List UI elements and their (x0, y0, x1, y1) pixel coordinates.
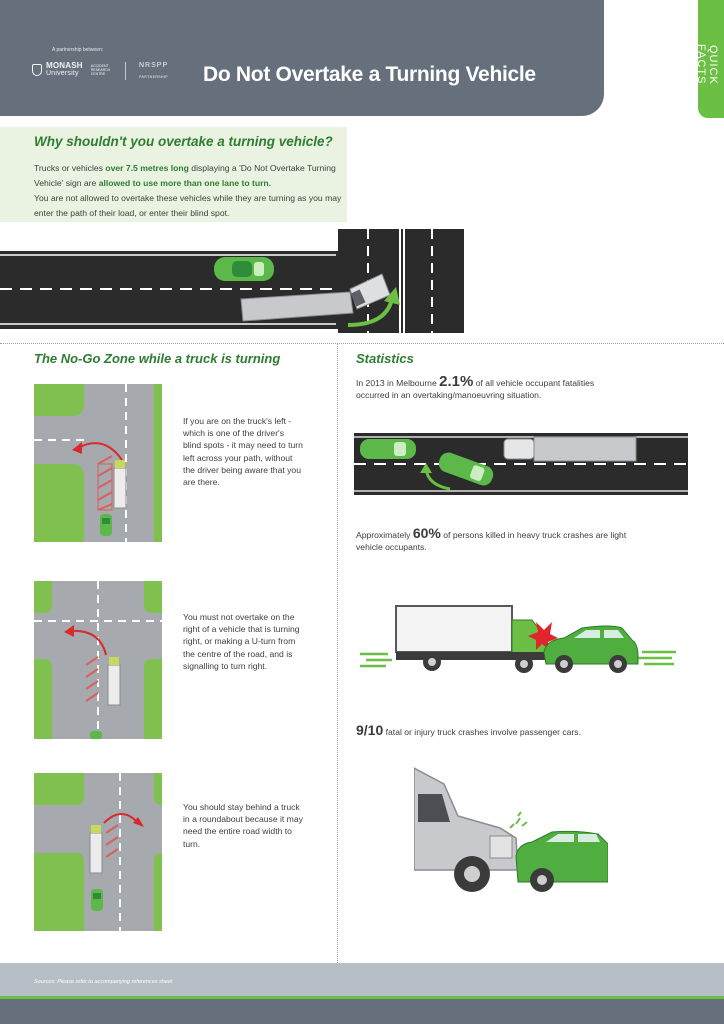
turn-arrow-icon (69, 629, 107, 656)
overtaking-illustration (354, 433, 688, 495)
stats-heading: Statistics (356, 351, 414, 366)
truck-car-collision-illustration (414, 767, 608, 892)
footer-green-stripe (0, 996, 724, 999)
why-heading: Why shouldn't you overtake a turning veh… (34, 134, 333, 149)
logo-divider (125, 62, 126, 80)
green-car-icon (214, 257, 274, 281)
green-car-icon (360, 439, 416, 459)
stat-1: In 2013 in Melbourne 2.1% of all vehicle… (356, 373, 595, 400)
green-car-icon (515, 830, 608, 892)
monash-crest-icon (32, 64, 42, 76)
footer-base (0, 999, 724, 1024)
rear-end-crash-illustration (360, 605, 676, 673)
truck-icon (395, 605, 547, 673)
why-section: Why shouldn't you overtake a turning veh… (0, 127, 347, 222)
stat-2-value: 60% (412, 525, 441, 541)
nogo-heading: The No-Go Zone while a truck is turning (34, 351, 281, 366)
nogo-text-2: You must not overtake on the right of a … (183, 612, 300, 671)
impact-burst-icon (528, 622, 558, 650)
column-divider (337, 344, 338, 963)
left-turn-diagram (34, 384, 162, 542)
footer-bar (0, 963, 724, 996)
right-turn-diagram (34, 581, 162, 739)
turn-arrow-icon (347, 298, 394, 327)
why-paragraph-2: You are not allowed to overtake these ve… (34, 193, 342, 218)
stat-3: 9/10 fatal or injury truck crashes invol… (356, 722, 581, 738)
partnership-label: A partnership between: (52, 47, 104, 53)
nrspp-name: NRSPP (139, 62, 169, 69)
quick-facts-label: QUICK FACTS (695, 44, 719, 85)
monash-centre: ACCIDENT RESEARCH CENTRE (90, 64, 111, 76)
green-car-icon (90, 731, 102, 739)
nogo-text-3: You should stay behind a truck in a roun… (183, 802, 303, 849)
nrspp-sub: PARTNERSHIP (139, 75, 169, 79)
truck-icon (113, 460, 127, 509)
green-car-icon (438, 452, 494, 486)
quick-facts-tab (698, 0, 724, 118)
page-title: Do Not Overtake a Turning Vehicle (203, 63, 536, 86)
monash-name: MONASH (46, 61, 83, 70)
stat-3-value: 9/10 (356, 722, 384, 738)
green-car-icon (91, 889, 103, 911)
nogo-text-1: If you are on the truck's left - which i… (183, 416, 303, 488)
header-banner (0, 0, 604, 116)
truck-icon (89, 825, 103, 874)
stat-1-value: 2.1% (439, 373, 474, 390)
truck-icon (107, 657, 121, 706)
stat-2: Approximately 60% of persons killed in h… (356, 525, 627, 552)
why-paragraph-1: Trucks or vehicles over 7.5 metres long … (34, 163, 336, 188)
roundabout-diagram (34, 773, 162, 931)
turning-truck-illustration (0, 229, 464, 333)
green-car-icon (100, 514, 112, 536)
debris-icon (509, 811, 528, 829)
truck-icon (240, 273, 391, 322)
nrspp-logo: NRSPP PARTNERSHIP (139, 62, 168, 79)
green-car-icon (543, 625, 639, 673)
truck-icon (503, 436, 637, 462)
section-divider (0, 343, 724, 344)
turn-arrow-icon (77, 442, 123, 461)
sources-note: Sources: Please refer to accompanying re… (34, 979, 173, 985)
truck-icon (414, 767, 519, 892)
monash-university: University (46, 70, 79, 77)
